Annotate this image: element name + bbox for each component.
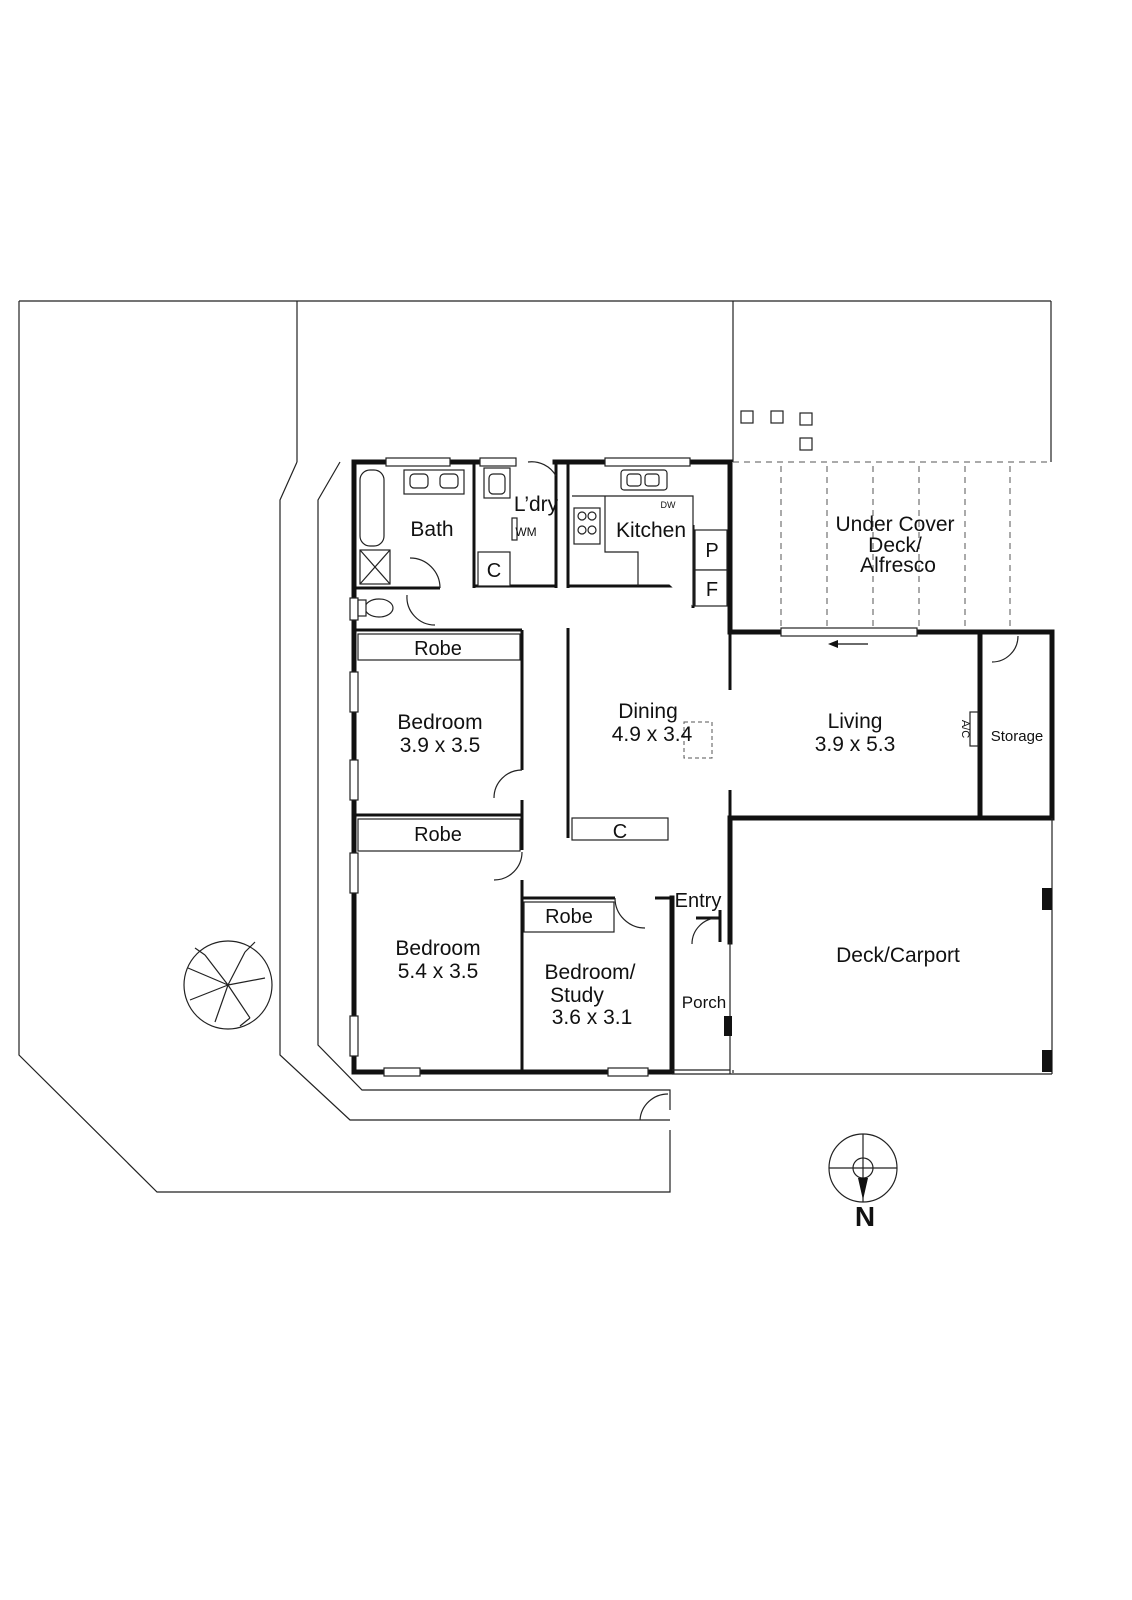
robes [357,633,669,933]
dining-name: Dining [618,700,678,723]
alfresco-label-line2: Deck/ [868,534,922,557]
kitchen-fixtures [572,469,728,607]
laundry-fixtures [477,467,518,587]
sliding-door-arrow-icon [828,640,868,648]
door-swings [406,461,1019,1121]
carport-posts [672,818,1053,1075]
dining-cupboard-label: C [613,821,627,843]
robe-label-3: Robe [545,906,593,928]
carport-label: Deck/Carport [836,944,960,967]
room-labels: Bath L’dry WM C Kitchen DW P F Under Cov… [395,493,1043,1232]
storage-label: Storage [991,728,1044,745]
fridge-label: F [706,579,718,601]
bath-fixtures [357,469,465,618]
porch-label: Porch [682,993,726,1012]
entry-label: Entry [675,890,722,912]
dishwasher-label: DW [661,500,676,510]
pantry-label: P [705,540,718,562]
study-name-line1: Bedroom/ [544,961,635,984]
interior-walls [354,462,732,1072]
bedroom2-size: 5.4 x 3.5 [398,960,479,983]
robe-label-1: Robe [414,638,462,660]
bath-label: Bath [410,518,453,541]
kitchen-label: Kitchen [616,519,686,542]
tree-icon [183,940,273,1030]
washing-machine-label: WM [515,525,536,539]
windows [349,457,918,1077]
living-size: 3.9 x 5.3 [815,733,896,756]
site-boundary [18,300,1052,1193]
study-name-line2: Study [550,984,604,1007]
bedroom1-name: Bedroom [397,711,482,734]
dining-size: 4.9 x 3.4 [612,723,693,746]
robe-label-2: Robe [414,824,462,846]
compass-icon [828,1133,898,1203]
alfresco-roof-lines [733,461,1051,628]
alfresco-label-line1: Under Cover [835,513,954,536]
bedroom1-size: 3.9 x 3.5 [400,734,481,757]
study-size: 3.6 x 3.1 [552,1006,633,1029]
bedroom2-name: Bedroom [395,937,480,960]
living-name: Living [828,710,883,733]
laundry-label: L’dry [514,493,559,516]
compass-north-label: N [855,1201,875,1232]
dining-light-marker [683,721,713,759]
laundry-cupboard-label: C [487,560,501,582]
alfresco-label-line3: Alfresco [860,554,936,577]
ac-label: A/C [959,720,971,738]
ac-unit [969,711,979,747]
garden-pavers [740,410,813,451]
